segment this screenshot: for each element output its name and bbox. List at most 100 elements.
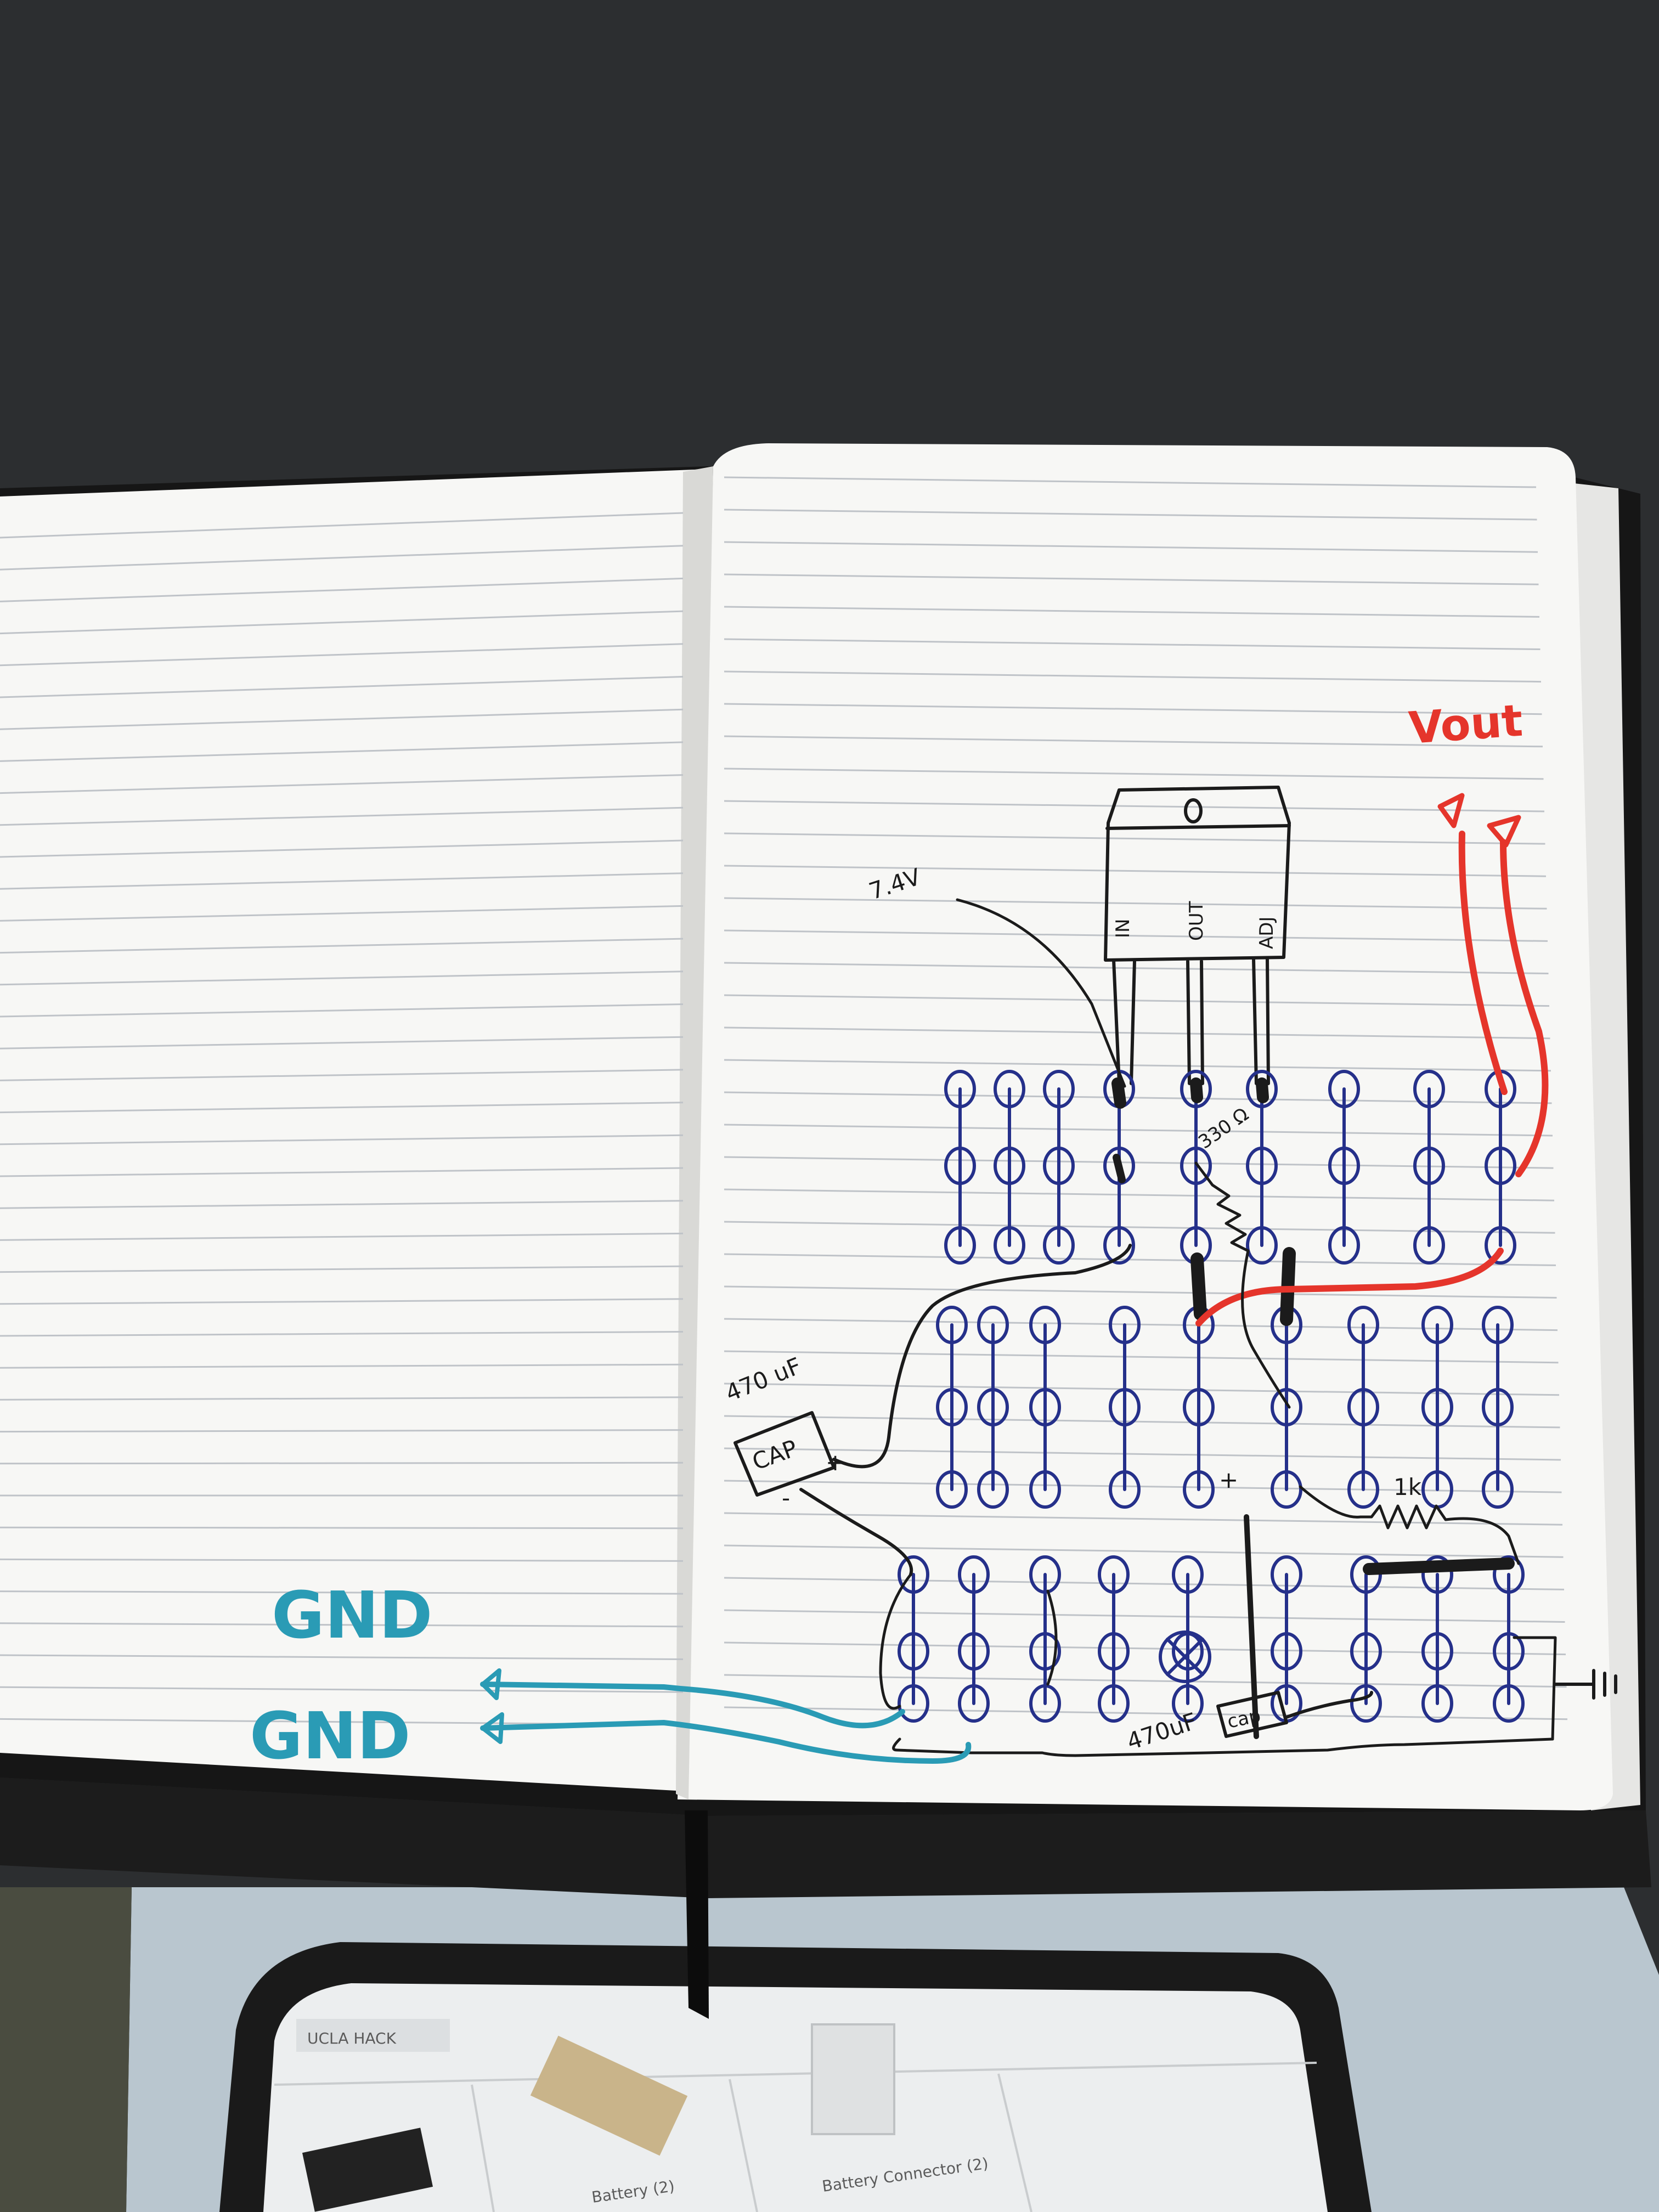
left-page xyxy=(0,469,708,1791)
ruled-line xyxy=(724,994,1550,1007)
ruled-line xyxy=(724,1026,1550,1040)
ruled-line xyxy=(0,1622,684,1628)
resistor-330 xyxy=(1194,1161,1291,1409)
ruled-line xyxy=(0,1396,684,1401)
left-page-ruling xyxy=(0,512,684,1726)
ruled-line xyxy=(0,1102,684,1114)
ruled-line xyxy=(0,1363,684,1369)
ruled-line xyxy=(0,1200,684,1209)
ruled-line xyxy=(0,1462,684,1465)
ruled-line xyxy=(724,929,1548,942)
cap-plus: + xyxy=(826,1449,845,1476)
bookmark-ribbon xyxy=(685,1810,709,2019)
vout-wires xyxy=(1195,793,1549,1327)
ruled-line xyxy=(0,839,684,858)
ruled-line xyxy=(724,1124,1553,1137)
ruled-line xyxy=(0,1526,684,1530)
ruled-line xyxy=(724,897,1547,910)
cap-minus: - xyxy=(782,1485,790,1511)
ruled-line xyxy=(724,573,1539,585)
ruled-line xyxy=(0,545,684,571)
led-symbol xyxy=(1159,1630,1211,1683)
ruled-line xyxy=(0,1265,684,1273)
ruled-line xyxy=(0,806,684,826)
resistor-1k xyxy=(1299,1485,1520,1565)
battery-image xyxy=(530,2035,688,2156)
ruled-line xyxy=(724,768,1544,780)
ruled-line xyxy=(0,643,684,667)
ruled-line xyxy=(724,1091,1552,1104)
tablet-device: UCLA HACK Battery (2) Battery Connector … xyxy=(219,1942,1372,2212)
ruled-line xyxy=(724,1609,1565,1623)
ruled-line xyxy=(0,1036,684,1049)
regulator-pin-adj: ADJ xyxy=(1256,917,1278,949)
connector-image xyxy=(811,2023,895,2135)
ruled-line xyxy=(724,1285,1557,1299)
circuit-drawing: IN OUT ADJ 7.4V Vout 330 Ω 1k xyxy=(250,695,1617,1774)
ruled-line xyxy=(724,1350,1559,1364)
ruled-line xyxy=(0,1167,684,1177)
ruled-line xyxy=(0,938,684,954)
ruled-line xyxy=(0,1298,684,1305)
ruled-line xyxy=(724,735,1543,748)
jumper-1 xyxy=(1190,1252,1207,1321)
ruled-line xyxy=(724,1318,1558,1331)
ruled-line xyxy=(0,1134,684,1146)
ruled-line xyxy=(0,741,684,762)
gnd-label-bottom: GND xyxy=(250,1698,411,1774)
ruled-line xyxy=(0,708,684,730)
regulator-pin-in: IN xyxy=(1112,919,1134,938)
vout-label: Vout xyxy=(1407,695,1525,754)
ruled-line xyxy=(724,1674,1567,1688)
ruled-line xyxy=(0,872,684,890)
ruled-line xyxy=(724,832,1545,845)
ground-bus-wire xyxy=(892,1636,1557,1757)
ruled-line xyxy=(724,1544,1564,1558)
tablet-header: UCLA HACK xyxy=(307,2029,397,2047)
cap-out-plus: + xyxy=(1219,1466,1238,1493)
ruled-line xyxy=(0,1590,684,1595)
ruled-line xyxy=(724,865,1547,877)
chip-image xyxy=(302,2128,433,2212)
regulator-pin-out: OUT xyxy=(1186,901,1207,941)
ruled-line xyxy=(0,1232,684,1241)
capacitor-470uf-output xyxy=(1216,1691,1373,1738)
ruled-line xyxy=(724,1253,1556,1266)
ruled-line xyxy=(0,905,684,922)
jumper-4 xyxy=(1244,1514,1259,1739)
ruled-line xyxy=(724,1221,1555,1234)
ruled-line xyxy=(724,670,1542,683)
ruled-line xyxy=(0,1686,684,1693)
ruled-line xyxy=(0,1558,684,1562)
voltage-regulator xyxy=(1104,786,1291,1085)
gnd-label-top: GND xyxy=(272,1577,433,1653)
right-page xyxy=(678,443,1613,1810)
ruled-line xyxy=(0,1003,684,1018)
ruled-line xyxy=(724,1641,1566,1656)
ruled-line xyxy=(724,606,1540,618)
ruled-line xyxy=(724,800,1545,812)
jumper-3 xyxy=(1363,1558,1515,1575)
ruled-line xyxy=(0,1069,684,1081)
ruled-line xyxy=(724,1415,1560,1429)
ruled-line xyxy=(724,476,1537,488)
ruled-line xyxy=(0,577,684,602)
ruled-line xyxy=(724,541,1538,553)
ruled-line xyxy=(724,962,1549,974)
ruled-line xyxy=(724,1059,1551,1072)
ruled-line xyxy=(724,1577,1565,1590)
ruled-line xyxy=(724,638,1541,650)
resistor-1k-label: 1k xyxy=(1393,1474,1422,1500)
input-wire xyxy=(956,898,1126,1088)
right-page-ruling xyxy=(724,476,1568,1720)
ruled-line xyxy=(724,1447,1561,1461)
ruled-line xyxy=(724,703,1542,715)
ruled-line xyxy=(0,1331,684,1337)
ruled-line xyxy=(0,610,684,635)
ruled-line xyxy=(724,1188,1555,1201)
capacitor-470uf-input xyxy=(733,1244,1132,1576)
ruled-line xyxy=(724,1383,1560,1396)
ruled-line xyxy=(0,970,684,986)
gnd-wires xyxy=(480,1668,972,1764)
